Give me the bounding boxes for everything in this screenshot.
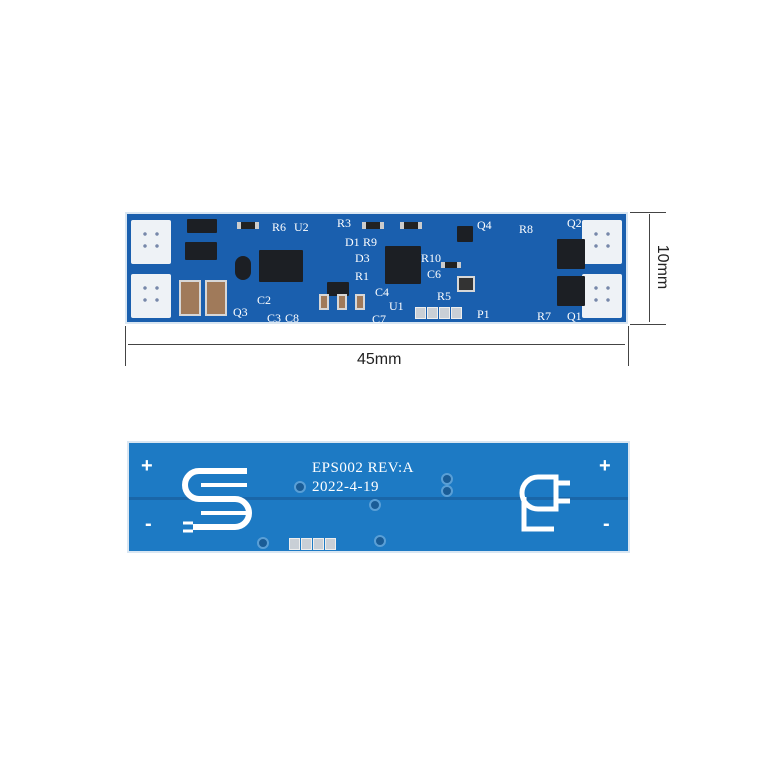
resistor <box>441 262 461 268</box>
silk-label: R3 <box>337 216 352 230</box>
solder-pad <box>582 220 622 264</box>
silk-label: U2 <box>294 220 309 234</box>
test-pad <box>325 538 336 550</box>
plus-label: + <box>141 455 153 477</box>
capacitor <box>319 294 329 310</box>
component <box>187 219 217 233</box>
minus-label: - <box>603 513 610 535</box>
via-hole <box>257 537 269 549</box>
header-pin <box>415 307 426 319</box>
model-text: EPS002 REV:A <box>312 460 414 476</box>
capacitor <box>337 294 347 310</box>
height-label: 10mm <box>654 244 672 290</box>
test-pad <box>289 538 300 550</box>
width-dimension-line <box>128 344 625 345</box>
silk-label: R5 <box>437 289 452 303</box>
via-hole <box>369 499 381 511</box>
mosfet-q1 <box>557 276 585 306</box>
trace-divider <box>129 497 628 500</box>
power-plug-icon <box>519 474 570 532</box>
silk-label: P1 <box>477 307 490 321</box>
extension-line <box>630 324 666 325</box>
silk-label: C8 <box>285 311 300 325</box>
regulator-u2 <box>259 250 303 282</box>
silk-label: R1 <box>355 269 370 283</box>
led-strip-icon <box>182 468 252 533</box>
transistor-q4 <box>457 226 473 242</box>
ic-u1 <box>385 246 421 284</box>
component <box>185 242 217 260</box>
silk-label: C3 <box>267 311 282 325</box>
height-dimension-line <box>649 214 650 322</box>
silk-label: D3 <box>355 251 370 265</box>
header-pin <box>451 307 462 319</box>
silk-label: Q2 <box>567 216 582 230</box>
via-hole <box>441 473 453 485</box>
test-pad <box>301 538 312 550</box>
pcb-top-side: R6 U2 R3 D1 R9 D3 R1 Q4 R8 Q2 R10 C6 R5 … <box>125 212 628 326</box>
width-label: 45mm <box>357 351 402 368</box>
via-hole <box>294 481 306 493</box>
silk-label: Q3 <box>233 305 248 319</box>
silk-label: D1 <box>345 235 360 249</box>
via-hole <box>441 485 453 497</box>
date-text: 2022-4-19 <box>312 479 379 495</box>
silk-label: Q4 <box>477 218 492 232</box>
silk-label: C2 <box>257 293 272 307</box>
header-pin <box>427 307 438 319</box>
plus-label: + <box>599 455 611 477</box>
silk-label: C6 <box>427 267 442 281</box>
silk-label: Q1 <box>567 309 582 323</box>
silk-label: C4 <box>375 285 390 299</box>
header-pin <box>439 307 450 319</box>
extension-line <box>628 326 629 366</box>
resistor <box>237 222 259 229</box>
silk-label: R7 <box>537 309 552 323</box>
ir-sensor <box>235 256 251 280</box>
capacitor <box>179 280 201 316</box>
minus-label: - <box>145 513 152 535</box>
component <box>327 282 349 296</box>
silk-label: U1 <box>389 299 404 313</box>
silk-label: C7 <box>372 312 387 326</box>
solder-pad <box>131 274 171 318</box>
silk-label: R8 <box>519 222 534 236</box>
capacitor <box>205 280 227 316</box>
solder-pad <box>582 274 622 318</box>
pcb-bottom-side: + - + - EPS002 REV:A 2022-4-19 <box>127 441 630 553</box>
test-pad <box>313 538 324 550</box>
resistor-r5 <box>457 276 475 292</box>
resistor <box>400 222 422 229</box>
extension-line <box>125 326 126 366</box>
silk-label: R10 <box>421 251 442 265</box>
silk-label: R9 <box>363 235 378 249</box>
solder-pad <box>131 220 171 264</box>
extension-line <box>630 212 666 213</box>
silk-label: R6 <box>272 220 287 234</box>
capacitor <box>355 294 365 310</box>
mosfet-q2 <box>557 239 585 269</box>
via-hole <box>374 535 386 547</box>
resistor <box>362 222 384 229</box>
